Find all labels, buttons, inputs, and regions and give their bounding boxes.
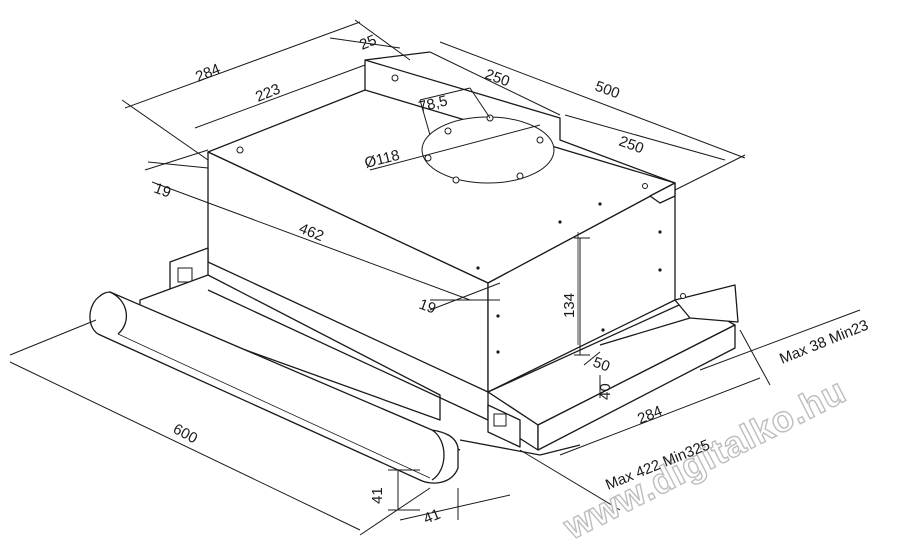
dim-19-mid: 19 bbox=[417, 296, 438, 318]
dim-25: 25 bbox=[357, 32, 379, 54]
dim-40: 40 bbox=[597, 383, 614, 400]
dim-600: 600 bbox=[170, 421, 200, 448]
dimension-lines bbox=[9, 19, 861, 536]
dim-134: 134 bbox=[561, 293, 578, 318]
dim-223: 223 bbox=[253, 81, 283, 106]
dim-50: 50 bbox=[591, 354, 612, 376]
dim-284-bottom: 284 bbox=[635, 403, 665, 428]
hood-body bbox=[207, 51, 676, 393]
dim-500: 500 bbox=[593, 78, 622, 103]
dim-284-top: 284 bbox=[193, 61, 223, 86]
dim-41-vertical: 41 bbox=[369, 487, 386, 504]
dim-78-5: 78,5 bbox=[417, 92, 449, 116]
lower-frame bbox=[139, 247, 739, 456]
dim-max38-min23: Max 38 Min23 bbox=[777, 317, 871, 368]
rivets bbox=[476, 202, 662, 354]
dim-250-top: 250 bbox=[483, 66, 512, 91]
front-handle-bar bbox=[89, 291, 459, 484]
dim-41-horizontal: 41 bbox=[421, 506, 443, 528]
dim-19-left: 19 bbox=[152, 180, 173, 202]
duct-outlet bbox=[236, 74, 648, 189]
